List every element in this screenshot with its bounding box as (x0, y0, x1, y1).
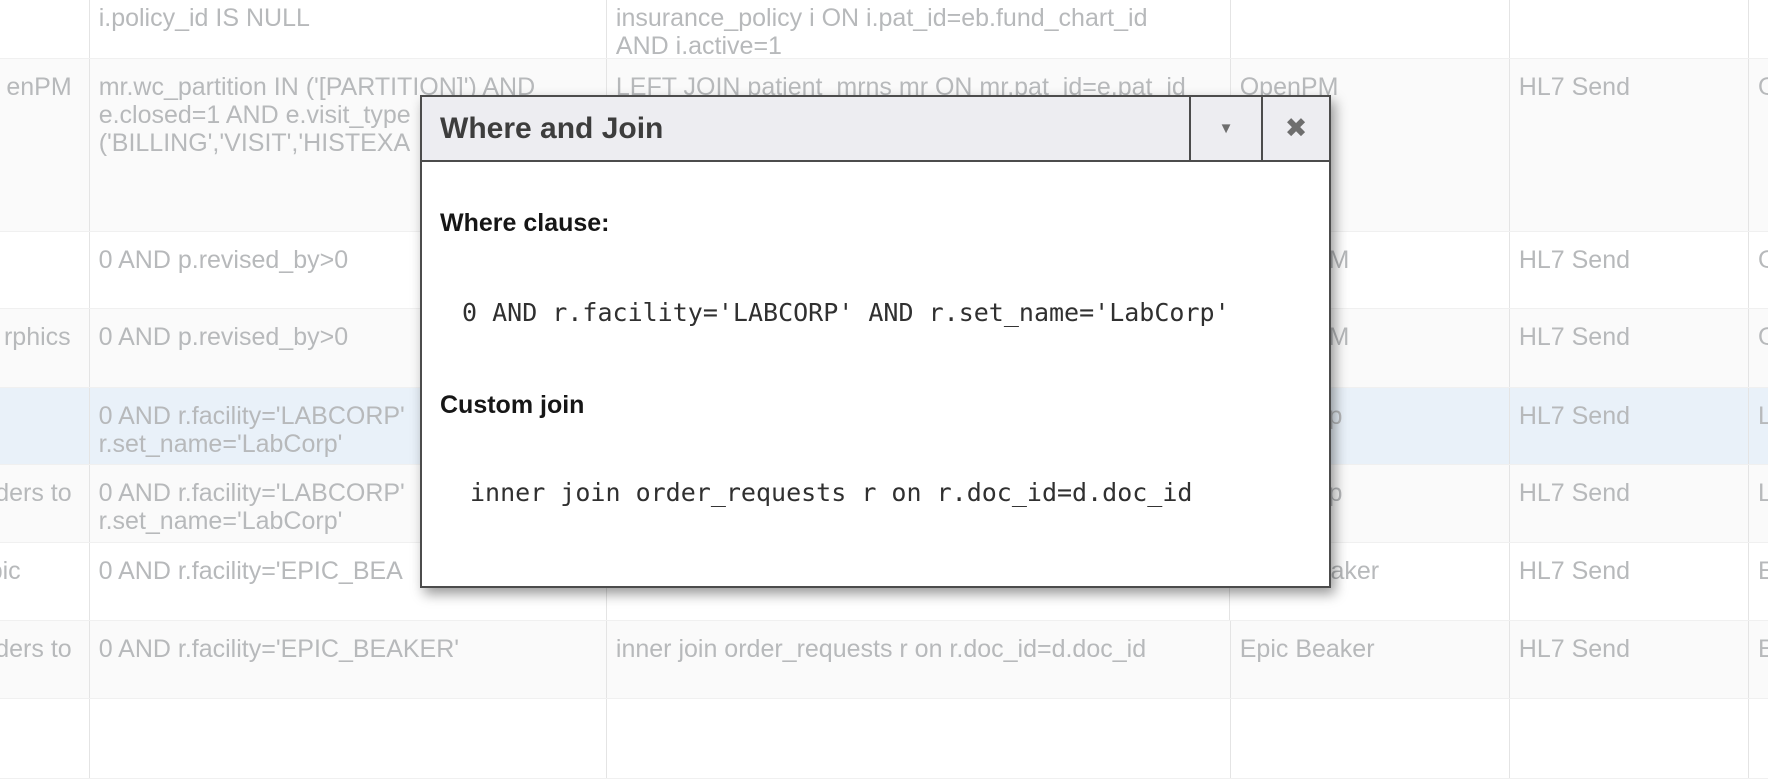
cell-name (0, 232, 90, 308)
cell-where: 0 AND p.revised_by>0 (90, 232, 607, 308)
cell-join: inner join order_requests r on r.doc_id=… (607, 621, 1231, 698)
cell-send: HL7 Send (1510, 543, 1749, 620)
cell-system: aker (1230, 543, 1510, 620)
cell-send: HL7 Send (1510, 388, 1749, 464)
cell-extra (1749, 0, 1768, 58)
cell-system: p (1230, 388, 1510, 464)
cell-name (0, 0, 90, 58)
cell-extra: O (1758, 246, 1768, 274)
cell-name: ders to (0, 621, 90, 698)
cell-where (90, 699, 607, 778)
dialog-title: Where and Join (440, 111, 664, 145)
cell-send: HL7 Send (1510, 232, 1749, 308)
table-row[interactable]: ders to 0 AND r.facility='EPIC_BEAKER'inn… (0, 621, 1768, 699)
cell-name: enPM (0, 59, 90, 231)
cell-name: ders to (0, 465, 90, 542)
where-clause-value: 0 AND r.facility='LABCORP' AND r.set_nam… (462, 298, 1230, 327)
cell-where: 0 AND r.facility='EPIC_BEA (90, 543, 607, 620)
cell-send (1510, 699, 1750, 778)
cell-name (0, 388, 90, 464)
dialog-body: Where clause: 0 AND r.facility='LABCORP'… (422, 208, 1329, 508)
cell-extra: O (1758, 73, 1768, 101)
cell-send: HL7 Send (1510, 309, 1749, 387)
cell-extra: L (1758, 479, 1768, 507)
cell-join: insurance_policy i ON i.pat_id=eb.fund_c… (607, 0, 1231, 58)
row-name-fragment: pic (0, 557, 21, 585)
close-button[interactable]: ✖ (1261, 97, 1329, 160)
cell-send: HL7 Send (1510, 465, 1749, 542)
cell-extra: E (1758, 635, 1768, 663)
cell-name (0, 699, 90, 778)
cell-name: pic (0, 543, 90, 620)
cell-join (607, 699, 1231, 778)
cell-send: HL7 Send (1510, 59, 1750, 231)
close-icon: ✖ (1284, 113, 1308, 143)
row-name-fragment: enPM (6, 73, 72, 101)
where-clause-label: Where clause: (440, 209, 610, 237)
cell-system (1231, 0, 1510, 58)
cell-where: 0 AND r.facility='EPIC_BEAKER' (90, 621, 607, 698)
cell-system: M (1230, 232, 1510, 308)
where-and-join-dialog: Where and Join ▼ ✖ Where clause: 0 AND r… (420, 95, 1331, 588)
cell-extra: O (1758, 323, 1768, 351)
cell-send: HL7 Send (1510, 621, 1750, 698)
collapse-button[interactable]: ▼ (1189, 97, 1261, 160)
cell-where: 0 AND p.revised_by>0 (90, 309, 607, 387)
cell-where: 0 AND r.facility='LABCORP' r.set_name='L… (90, 465, 607, 542)
row-name-fragment: ders to (0, 635, 72, 663)
cell-extra (1749, 699, 1768, 778)
cell-system: p (1230, 465, 1510, 542)
chevron-down-icon: ▼ (1218, 120, 1234, 137)
cell-send (1510, 0, 1750, 58)
cell-where: 0 AND r.facility='LABCORP' r.set_name='L… (90, 388, 607, 464)
custom-join-label: Custom join (440, 391, 585, 419)
cell-extra: L (1758, 402, 1768, 430)
cell-system: Epic Beaker (1231, 621, 1510, 698)
table-row[interactable] (0, 699, 1768, 779)
custom-join-value: inner join order_requests r on r.doc_id=… (470, 478, 1193, 507)
cell-name: rphics (0, 309, 90, 387)
cell-system (1231, 699, 1510, 778)
row-name-fragment: ders to (0, 479, 72, 507)
dialog-titlebar[interactable]: Where and Join ▼ ✖ (422, 97, 1329, 162)
cell-system: M (1230, 309, 1510, 387)
row-name-fragment: rphics (3, 323, 71, 351)
cell-extra: E (1758, 557, 1768, 585)
cell-where: i.policy_id IS NULL (90, 0, 607, 58)
